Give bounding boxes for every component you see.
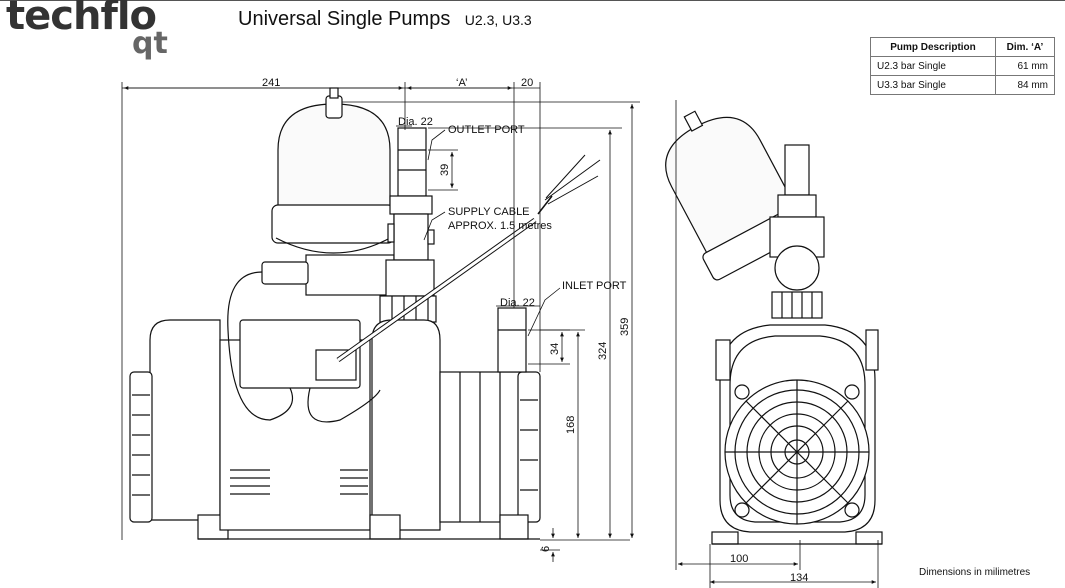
- table-header-dim: Dim. ‘A’: [995, 37, 1055, 57]
- table-header-desc: Pump Description: [870, 37, 996, 57]
- front-view: [665, 110, 883, 545]
- dim-241: 241: [262, 77, 280, 89]
- dim-20: 20: [521, 77, 533, 89]
- title-main: Universal Single Pumps: [238, 8, 451, 30]
- dia-inlet-label: Dia. 22: [500, 297, 535, 309]
- side-dimension-labels: 241 ‘A’ 20 39 34 168 324 359 6 Dia. 22 O…: [262, 77, 631, 552]
- inlet-pipe: [497, 307, 527, 373]
- table-cell-dim: 84 mm: [995, 75, 1055, 95]
- front-dimensions: [675, 100, 879, 588]
- brand-sub: qt: [132, 26, 168, 61]
- pump-head-left: [129, 319, 229, 540]
- title-models: U2.3, U3.3: [464, 12, 532, 28]
- brand-name: techflo: [6, 0, 157, 39]
- dim-100: 100: [730, 553, 748, 565]
- table-row: U2.3 bar Single 61 mm: [870, 56, 1055, 76]
- dim-324: 324: [597, 342, 609, 360]
- brand-logo: techflo qt: [6, 0, 168, 60]
- dim-34: 34: [549, 343, 561, 355]
- dia-outlet-label: Dia. 22: [398, 116, 433, 128]
- units-footnote: Dimensions in milimetres: [919, 567, 1031, 578]
- top-rule: [0, 0, 1065, 1]
- coupling: [385, 259, 435, 297]
- dim-6: 6: [540, 546, 552, 552]
- dimension-table: Pump Description Dim. ‘A’ U2.3 bar Singl…: [870, 37, 1055, 95]
- dim-a: ‘A’: [456, 77, 467, 89]
- dim-359: 359: [619, 318, 631, 336]
- outlet-pipe: [387, 127, 435, 261]
- front-dimension-labels: 100 134: [730, 553, 808, 584]
- table-row: U3.3 bar Single 84 mm: [870, 75, 1055, 95]
- inlet-port-label: INLET PORT: [562, 280, 627, 292]
- page-title: Universal Single Pumps U2.3, U3.3: [238, 8, 532, 31]
- side-dimensions: [121, 82, 640, 562]
- pump-head-right: [369, 319, 541, 540]
- approx-length-label: APPROX. 1.5 metres: [448, 220, 552, 232]
- connector-body: [305, 254, 395, 296]
- side-view: [129, 87, 601, 540]
- pressure-switch-cable: [227, 271, 294, 421]
- dim-168: 168: [565, 416, 577, 434]
- supply-cable-label: SUPPLY CABLE: [448, 206, 530, 218]
- dim-39: 39: [439, 164, 451, 176]
- table-header-row: Pump Description Dim. ‘A’: [870, 37, 1055, 57]
- pressure-switch: [261, 261, 309, 285]
- pressure-vessel: [271, 87, 395, 254]
- dim-134: 134: [790, 572, 808, 584]
- fan-grille: [724, 379, 870, 525]
- outlet-port-label: OUTLET PORT: [448, 124, 525, 136]
